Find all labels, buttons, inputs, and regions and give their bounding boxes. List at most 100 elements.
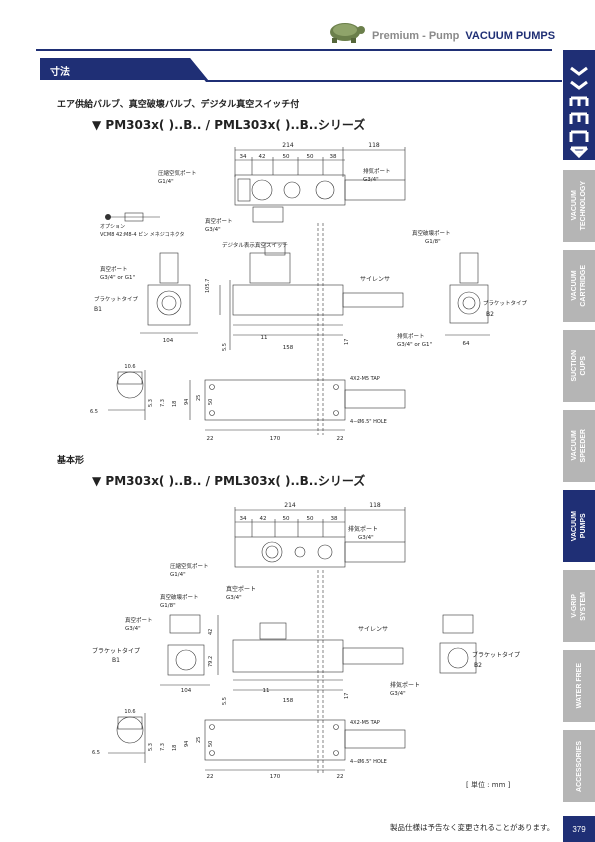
tab-label: VACUUM PUMPS: [571, 510, 587, 542]
dim-10-6: 10.6: [124, 709, 135, 715]
dim-22a: 22: [207, 774, 214, 780]
dim-18: 18: [172, 745, 178, 751]
label-vacuum-breaker-port: 真空破壊ポート: [160, 593, 199, 601]
top-subtitle: エア供給バルブ、真空破壊バルブ、デジタル真空スイッチ付: [57, 100, 300, 110]
label-compressed-air-size: G1/4": [158, 179, 174, 185]
label-vacuum-port-left-size: G3/4": [125, 626, 141, 632]
dim-104: 104: [163, 338, 174, 344]
brand-logo: [563, 50, 595, 160]
header-brand: Premium - Pump: [372, 30, 460, 42]
dim-79-2: 79.2: [208, 656, 214, 667]
dim-5-3: 5.3: [148, 743, 154, 751]
label-digital-switch: デジタル表示真空スイッチ: [222, 241, 288, 249]
label-exhaust-port-right: 排気ポート: [390, 681, 420, 689]
vmeca-logo-icon: [569, 66, 589, 159]
label-b1: B1: [94, 306, 102, 313]
basic-heading: 基本形: [57, 456, 85, 466]
dim-7-3: 7.3: [160, 743, 166, 751]
dim-overall: 214: [282, 142, 294, 149]
label-connector: VCM8 42:M8-4 ピン メネジコネクタ: [100, 231, 185, 238]
tab-water-free[interactable]: WATER FREE: [563, 650, 595, 722]
option-bullet-icon: [105, 214, 111, 220]
tab-suction-cups[interactable]: SUCTION CUPS: [563, 330, 595, 402]
label-compressed-air-port: 圧縮空気ポート: [170, 562, 209, 570]
dim-18: 18: [172, 401, 178, 407]
dim-10-6: 10.6: [124, 364, 135, 370]
unit-label: [ 単位 : mm ]: [466, 781, 511, 789]
dim-25: 25: [196, 395, 202, 401]
tab-vacuum-cartridge[interactable]: VACUUM CARTRIDGE: [563, 250, 595, 322]
label-vacuum-port-left-size: G3/4" or G1": [100, 275, 135, 281]
label-vacuum-breaker-size: G1/8": [160, 603, 176, 609]
dim-5-5: 5.5: [222, 343, 228, 351]
dim-34: 34: [240, 154, 247, 160]
tab-label: WATER FREE: [575, 663, 583, 709]
dim-50h: 50: [208, 741, 214, 747]
dim-38: 38: [330, 154, 337, 160]
dim-94: 94: [184, 741, 190, 747]
label-exhaust-port-right-size: G3/4" or G1": [397, 342, 432, 348]
dim-5-3: 5.3: [148, 399, 154, 407]
tab-label: V-GRIP SYSTEM: [571, 591, 587, 621]
dim-94: 94: [184, 399, 190, 405]
dim-50h: 50: [208, 399, 214, 405]
tab-label: VACUUM CARTRIDGE: [571, 265, 587, 307]
section-band: [40, 58, 562, 82]
dim-105-7: 105.7: [205, 279, 211, 293]
tab-accessories[interactable]: ACCESSORIES: [563, 730, 595, 802]
label-b1: B1: [112, 657, 120, 664]
label-b2: B2: [474, 662, 482, 669]
top-series-title: ▼ PM303x( )..B.. / PML303x( )..B..シリーズ: [92, 118, 366, 132]
label-compressed-air-size: G1/4": [170, 572, 186, 578]
tab-label: ACCESSORIES: [575, 740, 583, 792]
dim-7-3: 7.3: [160, 399, 166, 407]
dim-22b: 22: [337, 436, 344, 442]
dim-11: 11: [261, 335, 268, 341]
bottom-series-title: ▼ PM303x( )..B.. / PML303x( )..B..シリーズ: [92, 474, 366, 488]
dim-170: 170: [270, 436, 281, 442]
dim-17: 17: [344, 693, 350, 699]
top-drawing: 214 118 34 42 50 50 38 圧縮空気ポート G1/4" 排気ポ…: [90, 142, 528, 442]
label-option: オプション: [100, 224, 125, 230]
dim-17: 17: [344, 339, 350, 345]
dim-right: 118: [369, 502, 381, 509]
dim-5-5: 5.5: [222, 697, 228, 705]
dim-right: 118: [368, 142, 380, 149]
tab-vacuum-speeder[interactable]: VACUUM SPEEDER: [563, 410, 595, 482]
dim-22b: 22: [337, 774, 344, 780]
dim-50a: 50: [283, 516, 290, 522]
tab-vacuum-pumps[interactable]: VACUUM PUMPS: [563, 490, 595, 562]
dim-64: 64: [463, 341, 470, 347]
dim-6-5: 6.5: [92, 750, 100, 756]
tab-v-grip-system[interactable]: V-GRIP SYSTEM: [563, 570, 595, 642]
tab-label: VACUUM SPEEDER: [571, 429, 587, 463]
label-vacuum-size: G3/4": [226, 595, 242, 601]
dim-42v: 42: [208, 629, 214, 635]
dim-170: 170: [270, 774, 281, 780]
label-silencer: サイレンサ: [358, 626, 388, 633]
tab-label: SUCTION CUPS: [571, 350, 587, 382]
dim-34: 34: [240, 516, 247, 522]
dim-overall: 214: [284, 502, 296, 509]
dim-158: 158: [283, 345, 294, 351]
section-title: 寸法: [50, 67, 70, 78]
dim-38: 38: [331, 516, 338, 522]
dim-50b: 50: [307, 516, 314, 522]
dim-22a: 22: [207, 436, 214, 442]
dim-104: 104: [181, 688, 192, 694]
turtle-logo-icon: [330, 23, 365, 43]
label-bracket-b1: ブラケットタイプ: [92, 647, 140, 655]
footer-note: 製品仕様は予告なく変更されることがあります。: [390, 823, 555, 832]
label-vacuum-size: G3/4": [205, 227, 221, 233]
label-tap: 4X2-M5 TAP: [350, 376, 380, 382]
label-vacuum-breaker-size: G1/8": [425, 239, 441, 245]
label-exhaust-size: G3/4": [358, 535, 374, 541]
dim-42: 42: [259, 154, 266, 160]
tab-vacuum-technology[interactable]: VACUUM TECHNOLOGY: [563, 170, 595, 242]
dim-50a: 50: [283, 154, 290, 160]
label-vacuum-breaker-port: 真空破壊ポート: [412, 229, 451, 237]
label-exhaust-port-right-size: G3/4": [390, 691, 406, 697]
label-vacuum-port-left: 真空ポート: [100, 265, 128, 273]
dim-50b: 50: [307, 154, 314, 160]
